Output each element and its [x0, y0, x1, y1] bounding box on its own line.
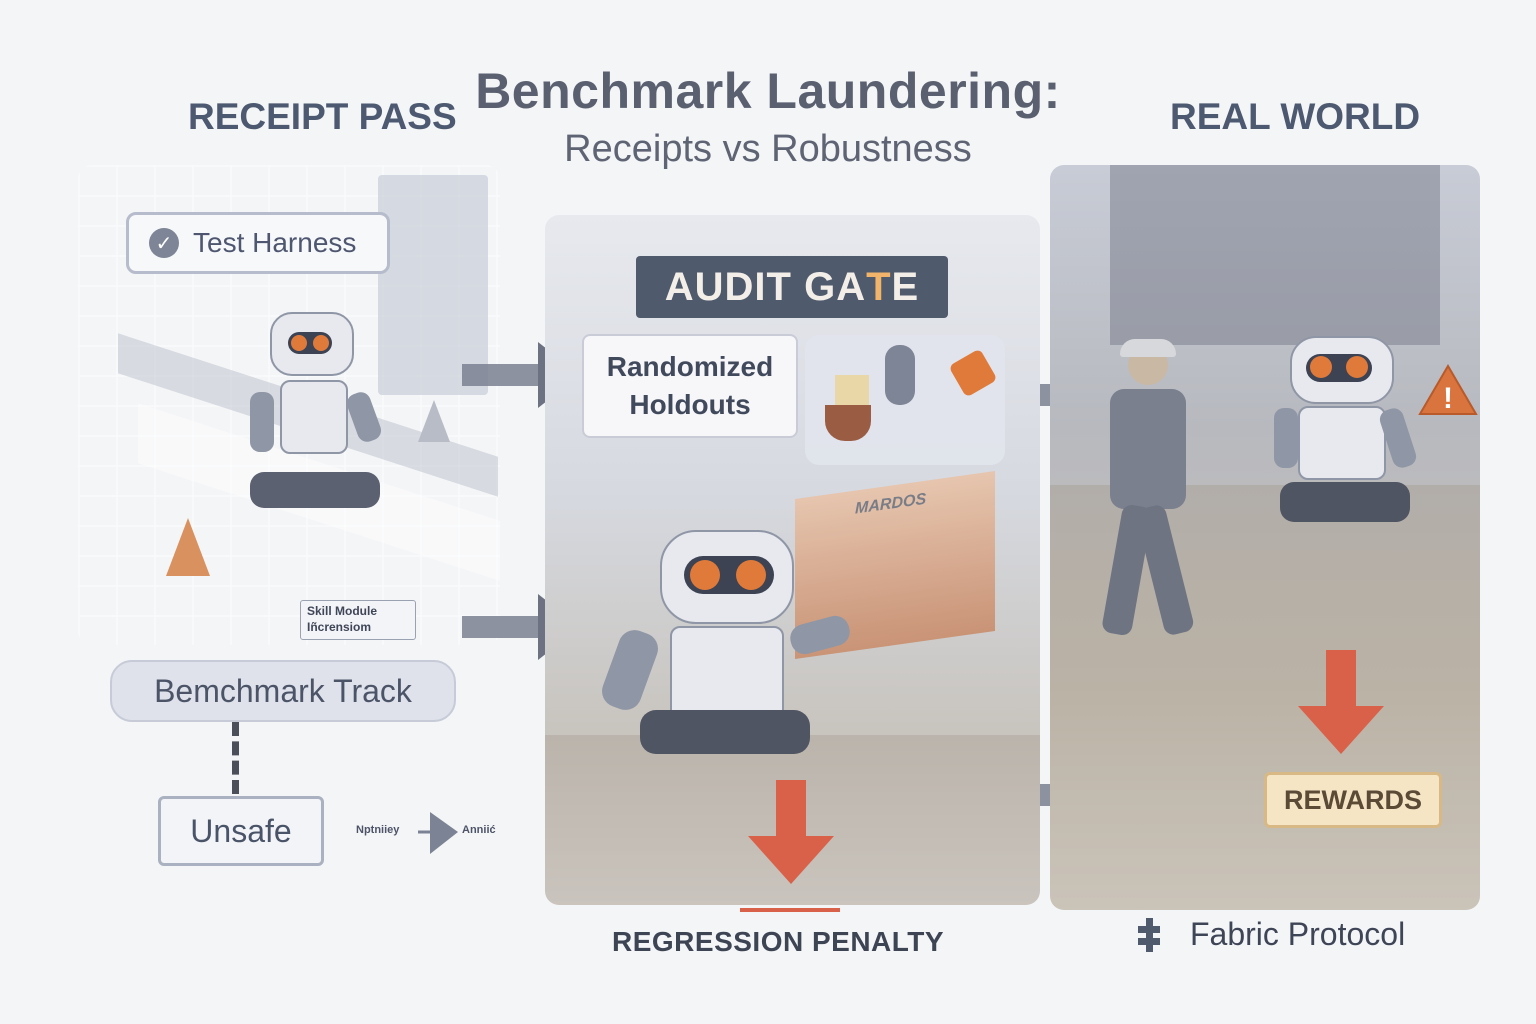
audit-gate-text: AUDIT GA	[665, 265, 866, 310]
randomized-holdouts-card: Randomized Holdouts	[582, 334, 798, 438]
audit-gate-text-end: E	[892, 265, 920, 310]
unsafe-box: Unsafe	[158, 796, 324, 866]
ruined-buildings	[1110, 165, 1440, 345]
real-world-heading: REAL WORLD	[1170, 96, 1420, 138]
penalty-underline	[740, 908, 840, 912]
arrow-down-icon	[748, 780, 834, 886]
worker-icon	[885, 345, 915, 405]
benchmark-track-label: Bemchmark Track	[110, 660, 456, 722]
small-label-b: Anniić	[462, 824, 496, 836]
holdouts-line-1: Randomized	[607, 348, 773, 386]
regression-penalty-label: REGRESSION PENALTY	[612, 926, 944, 958]
holdout-scene-card	[805, 335, 1005, 465]
dashed-connector	[232, 722, 239, 794]
rewards-badge: REWARDS	[1264, 772, 1442, 828]
audit-gate-highlight: T	[866, 265, 891, 310]
test-harness-text: Test Harness	[193, 227, 356, 259]
robot-icon	[1270, 336, 1430, 526]
arrow-down-icon	[1298, 650, 1384, 756]
building-sign: MARDOS	[855, 491, 926, 519]
fabric-logo-icon	[1138, 918, 1172, 952]
robot-icon	[600, 520, 860, 760]
worker-icon	[1090, 345, 1200, 645]
test-harness-label: ✓ Test Harness	[126, 212, 390, 274]
robot-icon	[230, 312, 400, 512]
skill-module-subtitle: Iñcrensiom	[307, 619, 409, 635]
traffic-cone-icon	[166, 518, 210, 576]
fabric-protocol-brand: Fabric Protocol	[1138, 916, 1405, 953]
small-label-a: Nptniiey	[356, 824, 399, 836]
warning-mark: !	[1443, 382, 1453, 415]
skill-module-title: Skill Module	[307, 603, 409, 619]
holdouts-line-2: Holdouts	[607, 386, 773, 424]
fabric-protocol-text: Fabric Protocol	[1190, 916, 1405, 953]
warning-icon: !	[1418, 364, 1478, 416]
skill-module-card: Skill Module Iñcrensiom	[300, 600, 416, 640]
traffic-cone-icon	[418, 400, 450, 442]
arrow-right-icon	[418, 810, 460, 856]
receipt-pass-heading: RECEIPT PASS	[188, 96, 457, 138]
check-icon: ✓	[149, 228, 179, 258]
